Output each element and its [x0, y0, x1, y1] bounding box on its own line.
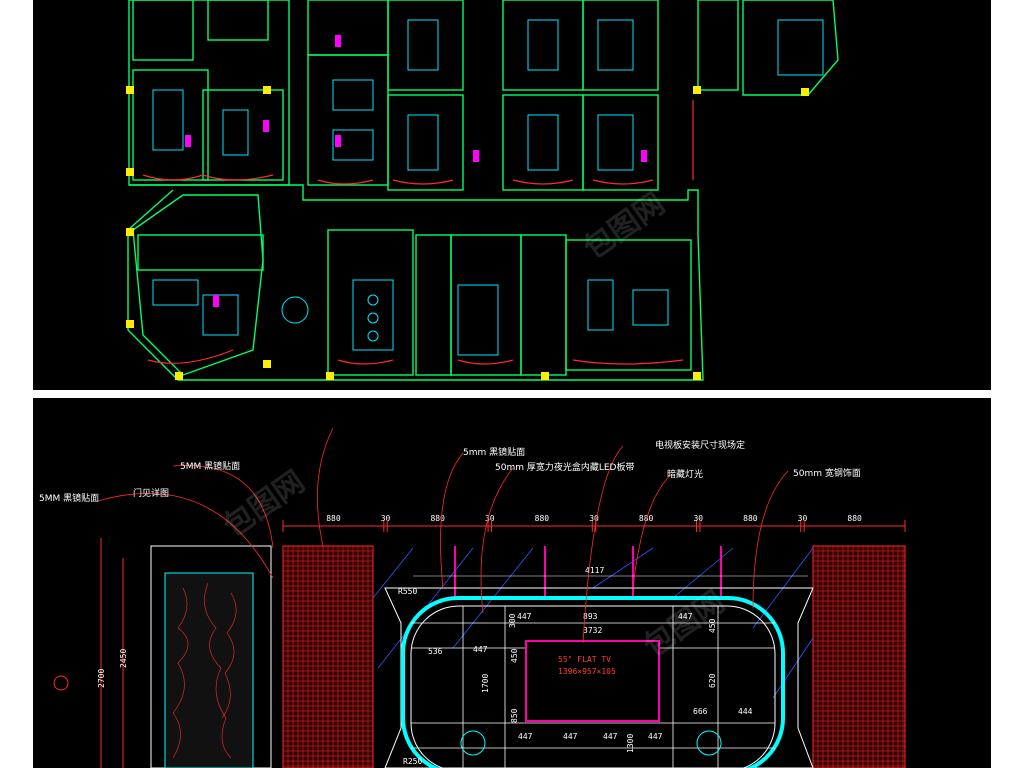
dim-r250: R250 — [403, 757, 422, 766]
plan-accents — [142, 100, 694, 365]
dim-450: 450 — [708, 618, 717, 633]
floor-plan-drawing: 包图网 — [126, 0, 839, 381]
top-dim-label: 30 — [798, 514, 808, 523]
speaker-left-icon — [460, 730, 486, 756]
dim-r550: R550 — [398, 587, 417, 596]
left-panel-frame — [150, 545, 272, 768]
rounded-frame — [401, 596, 785, 768]
top-dim-label: 880 — [847, 514, 862, 523]
plan-walls — [127, 0, 839, 381]
plan-watermark: 包图网 — [578, 186, 672, 266]
plan-tags — [185, 35, 647, 307]
dim-447e: 447 — [563, 732, 578, 741]
side-dim-2700: 2700 — [97, 669, 106, 688]
dim-447f: 447 — [603, 732, 618, 741]
top-dim-label: 880 — [743, 514, 758, 523]
label-mdf-led: 50mm 厚宽力夜光盒内藏LED板带 — [495, 461, 634, 473]
grid-panel-bg — [812, 545, 906, 768]
dim-447d: 447 — [518, 732, 533, 741]
left-panel-inner — [164, 572, 254, 768]
side-dim-2450: 2450 — [119, 649, 128, 668]
dim-893: 893 — [583, 612, 598, 621]
dim-1700: 1700 — [481, 674, 490, 693]
top-dim-label: 880 — [535, 514, 550, 523]
left-panel-pattern — [172, 582, 237, 759]
dim-3732: 3732 — [583, 626, 602, 635]
dim-444: 444 — [738, 707, 753, 716]
grid-panel-left — [282, 545, 374, 768]
dim-447g: 447 — [648, 732, 663, 741]
tv-title: 55" FLAT TV — [558, 655, 611, 664]
tv-screen — [525, 640, 660, 722]
dim-666: 666 — [693, 707, 708, 716]
top-dim-label: 30 — [485, 514, 495, 523]
grid-panel-right — [812, 545, 906, 768]
dim-447c: 447 — [473, 645, 488, 654]
dim-447b: 447 — [678, 612, 693, 621]
dim-447a: 447 — [517, 612, 532, 621]
speaker-right-icon — [696, 730, 722, 756]
top-dim-label: 30 — [693, 514, 703, 523]
label-mirror-panel-left: 5MM 黑镜贴面 — [39, 492, 99, 504]
tv-size: 1396×957×105 — [558, 667, 616, 676]
dim-620: 620 — [708, 673, 717, 688]
floor-plan-panel: 包图网 — [33, 0, 991, 390]
top-dim-label: 30 — [381, 514, 391, 523]
rounded-frame-inner — [410, 605, 776, 768]
dim-450b: 450 — [510, 648, 519, 663]
label-mirror-panel-mid: 5MM 黑镜贴面 — [180, 460, 240, 472]
section-marker — [53, 675, 69, 691]
label-hidden-light: 暗藏灯光 — [667, 468, 703, 480]
dim-1300: 1300 — [626, 734, 635, 753]
elevation-watermark-1: 包图网 — [218, 464, 312, 544]
magenta-verticals — [454, 546, 722, 598]
dim-850: 850 — [510, 708, 519, 723]
top-dim-label: 30 — [589, 514, 599, 523]
frame-dimension: 4117 — [585, 566, 604, 575]
leader-lines — [97, 427, 789, 644]
dim-300: 300 — [508, 613, 517, 628]
top-dim-label: 880 — [430, 514, 445, 523]
label-steel-trim: 50mm 宽钢饰面 — [793, 467, 861, 479]
label-door-detail: 门见详图 — [133, 487, 169, 499]
top-dim-label: 880 — [326, 514, 341, 523]
dim-536: 536 — [428, 647, 443, 656]
plan-furniture — [152, 19, 824, 356]
plan-markers — [126, 86, 809, 380]
label-tv-note: 电视板安装尺寸现场定 — [655, 439, 745, 451]
label-mirror-top: 5mm 黑镜贴面 — [463, 446, 525, 458]
